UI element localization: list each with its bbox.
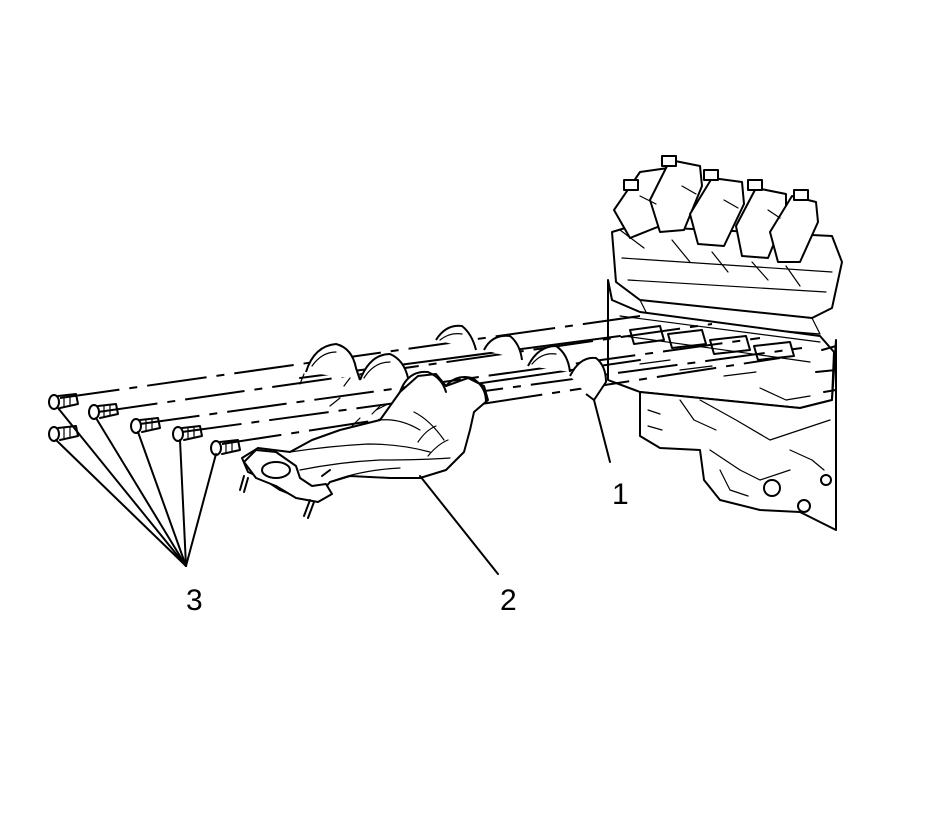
- leader-line-1: [593, 399, 611, 463]
- engine-block: [607, 155, 843, 531]
- leader-line-3d: [137, 431, 187, 567]
- leader-lines: [55, 399, 611, 575]
- leader-line-2: [419, 475, 499, 575]
- callout-2: 2: [500, 584, 517, 617]
- ignition-coils: [613, 155, 819, 287]
- leader-line-3a: [55, 439, 187, 567]
- leader-line-3c: [95, 417, 187, 567]
- callout-1: 1: [612, 478, 629, 511]
- bolt: [88, 403, 119, 420]
- manifold-bolts: [48, 393, 241, 456]
- leader-line-3b: [57, 407, 187, 567]
- leader-line-3e: [179, 439, 187, 567]
- callout-3: 3: [186, 584, 203, 617]
- exhaust-ports: [629, 325, 795, 377]
- bolt: [130, 417, 161, 434]
- bolt: [172, 425, 203, 442]
- leader-line-3f: [185, 453, 217, 567]
- bolt: [48, 393, 79, 410]
- exhaust-manifold-gasket: [299, 324, 607, 411]
- exhaust-manifold: [239, 370, 489, 519]
